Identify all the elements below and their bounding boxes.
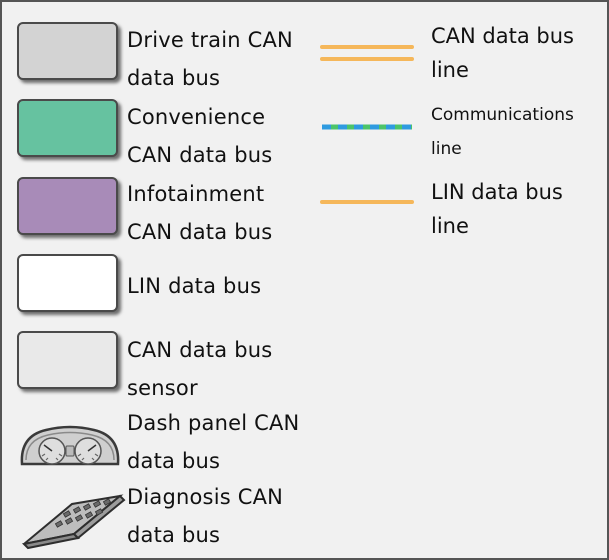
label-line: Communications [431,105,574,125]
label-line: CAN data bus [127,143,273,167]
convenience-can-label: Convenience CAN data bus [127,98,272,174]
label-line: line [431,139,462,159]
label-line: Dash panel CAN [127,411,300,435]
lin-bus-line-sample [320,200,414,204]
label-line: CAN data bus [127,220,273,244]
dash-panel-can-label: Dash panel CAN data bus [127,404,299,480]
lin-bus-line-label: LIN data bus line [431,175,563,243]
can-sensor-label: CAN data bus sensor [127,331,272,407]
infotainment-can-label: Infotainment CAN data bus [127,175,272,251]
label-line: line [431,58,469,82]
infotainment-can-swatch [17,177,118,235]
label-line: LIN data bus [431,180,563,204]
can-bus-line-label: CAN data bus line [431,19,574,87]
label-line: Drive train CAN [127,28,293,52]
label-line: CAN data bus [127,338,273,362]
lin-data-bus-label: LIN data bus [127,267,261,305]
label-line: CAN data bus [431,24,574,48]
can-bus-line-sample [320,45,414,61]
label-line: Infotainment [127,182,265,206]
label-line: sensor [127,376,198,400]
label-line: data bus [127,449,221,473]
can-sensor-swatch [17,331,118,389]
label-line: LIN data bus [127,274,262,298]
label-line: Diagnosis CAN [127,485,284,509]
convenience-can-swatch [17,99,118,157]
label-line: line [431,214,469,238]
diagnosis-connector-icon [21,494,126,550]
lin-data-bus-swatch [17,254,118,312]
label-line: data bus [127,523,221,547]
label-line: data bus [127,66,221,90]
dash-panel-icon [20,425,120,466]
drive-train-can-swatch [17,22,118,80]
communications-line-label: Communications line [431,98,574,166]
diagnosis-can-label: Diagnosis CAN data bus [127,478,283,554]
label-line: Convenience [127,105,266,129]
drive-train-can-label: Drive train CAN data bus [127,21,293,97]
communications-line-sample [322,124,412,130]
